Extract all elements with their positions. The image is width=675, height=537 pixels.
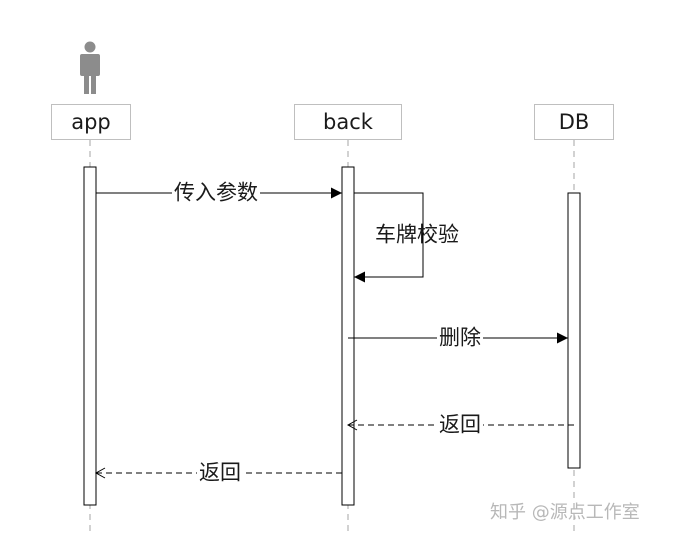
back-return-label: 返回 bbox=[197, 460, 243, 485]
app-activation-bar bbox=[83, 166, 97, 506]
watermark-text: 知乎 @源点工作室 bbox=[490, 502, 640, 523]
back-activation-bar bbox=[341, 166, 355, 506]
plate-check-label: 车牌校验 bbox=[375, 222, 459, 247]
participant-db: DB bbox=[534, 104, 614, 140]
actor-person-icon bbox=[80, 41, 100, 94]
pass-params-label: 传入参数 bbox=[172, 180, 260, 205]
db-activation-bar bbox=[567, 192, 581, 469]
delete-label: 删除 bbox=[437, 325, 483, 350]
plate-check-self-arrow bbox=[354, 192, 424, 283]
db-return-arrowhead bbox=[346, 419, 358, 431]
participant-back: back bbox=[294, 104, 402, 140]
back-return-arrowhead bbox=[94, 467, 106, 479]
participant-app: app bbox=[51, 104, 131, 140]
db-return-label: 返回 bbox=[437, 412, 483, 437]
